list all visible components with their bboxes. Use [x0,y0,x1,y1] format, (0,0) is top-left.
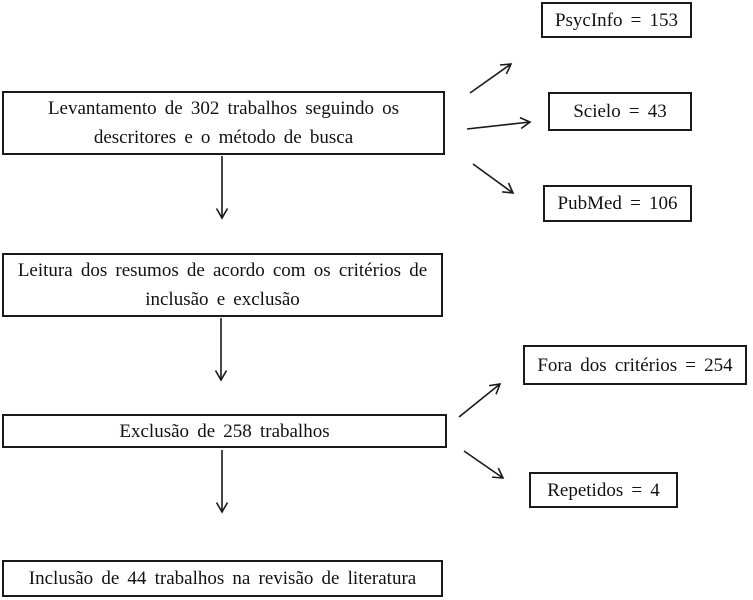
node-exclusao-label: Exclusão de 258 trabalhos [119,420,330,442]
node-fora-criterios-label: Fora dos critérios = 254 [537,354,733,376]
node-leitura-line1: Leitura dos resumos de acordo com os cri… [17,260,428,281]
node-exclusao: Exclusão de 258 trabalhos [2,414,447,448]
node-levantamento-line2: descritores e o método de busca [93,127,354,148]
node-fora-criterios: Fora dos critérios = 254 [523,345,747,385]
node-inclusao-label: Inclusão de 44 trabalhos na revisão de l… [28,568,417,589]
node-pubmed-label: PubMed = 106 [557,193,678,214]
arrow-levantamento-to-psycinfo [469,63,513,94]
node-leitura: Leitura dos resumos de acordo com os cri… [2,253,443,317]
node-inclusao: Inclusão de 44 trabalhos na revisão de l… [2,560,443,597]
node-leitura-line2: inclusão e exclusão [145,289,300,310]
node-psycinfo: PsycInfo = 153 [541,2,692,38]
node-scielo-label: Scielo = 43 [573,101,667,122]
node-psycinfo-label: PsycInfo = 153 [554,9,679,31]
arrow-levantamento-to-scielo [466,116,532,130]
node-levantamento-line1: Levantamento de 302 trabalhos seguindo o… [47,98,400,119]
node-scielo: Scielo = 43 [548,92,692,131]
arrow-exclusao-to-fora-criterios [458,382,502,418]
node-pubmed: PubMed = 106 [543,185,692,222]
arrow-levantamento-to-pubmed [472,163,515,194]
node-repetidos: Repetidos = 4 [529,472,678,508]
node-levantamento: Levantamento de 302 trabalhos seguindo o… [2,91,445,155]
node-repetidos-label: Repetidos = 4 [547,479,660,501]
arrow-exclusao-to-repetidos [463,450,505,479]
